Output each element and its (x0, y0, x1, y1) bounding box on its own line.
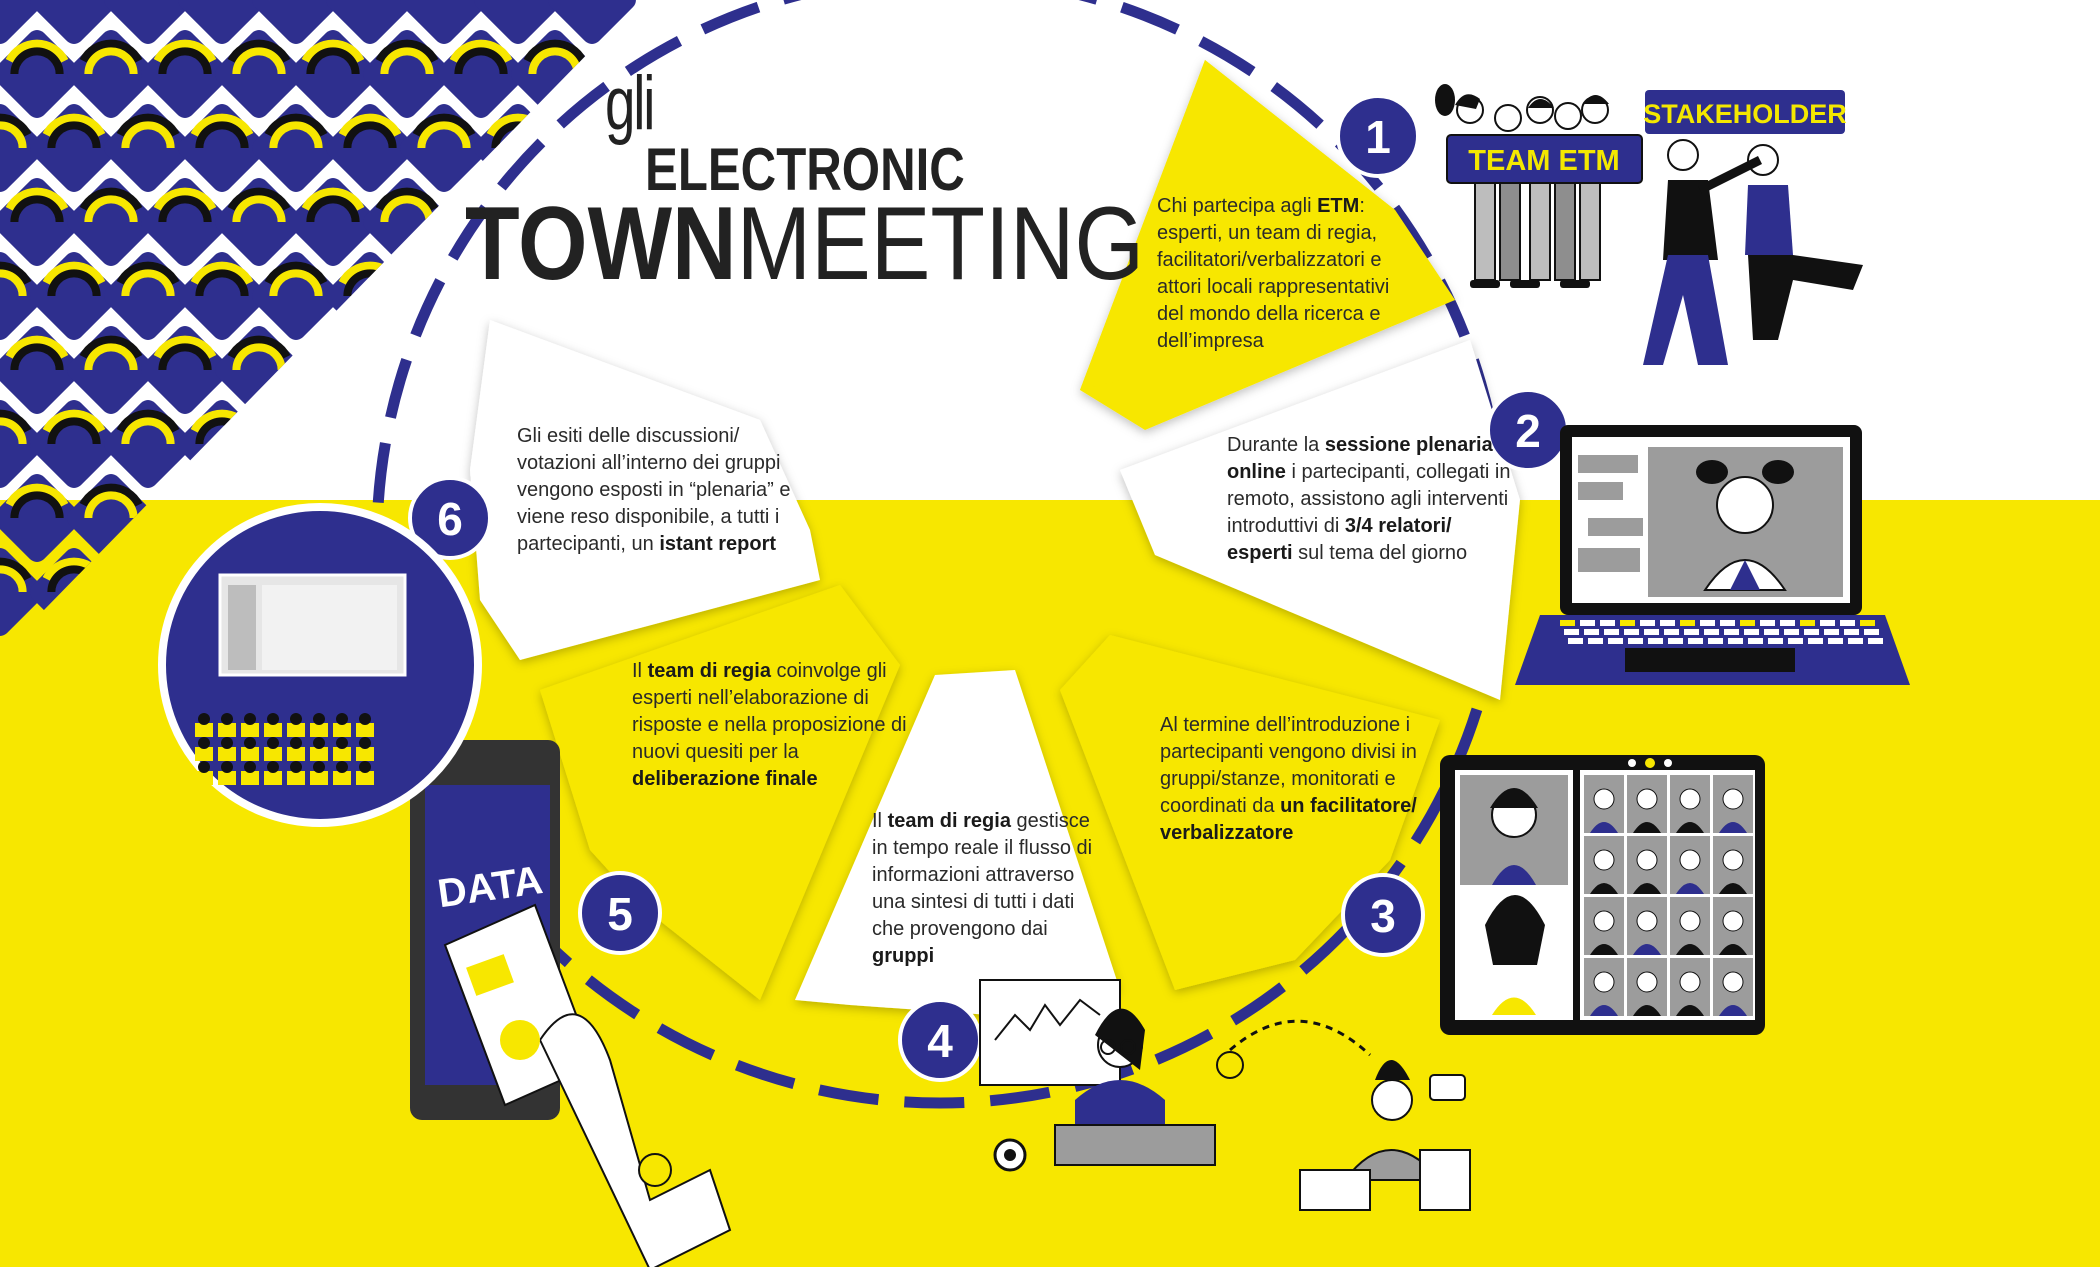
step-2-text: Durante la sessione plenaria online i pa… (1227, 434, 1511, 564)
pattern-tile (141, 178, 229, 266)
step-6-text: Gli esiti delle discussioni/ votazioni a… (517, 425, 791, 555)
pattern-tile (178, 0, 266, 44)
title-town: TOWN (465, 186, 737, 302)
pattern-tile (178, 104, 266, 192)
pattern-tile (0, 30, 81, 118)
segment-5 (540, 585, 900, 1000)
title-gli: gli (605, 61, 655, 146)
stakeholder-label: STAKEHOLDER (1643, 99, 1847, 129)
pattern-tile (30, 104, 118, 192)
pattern-tile (0, 0, 44, 44)
pattern-tile (400, 104, 488, 192)
pattern-tile (0, 104, 44, 192)
pattern-tile (400, 0, 488, 44)
pattern-tile (0, 252, 44, 340)
emphasis: team di regia (647, 660, 771, 682)
title-meeting: MEETING (736, 186, 1145, 302)
step-number-3: 3 (1370, 890, 1396, 942)
pattern-tile (0, 326, 81, 414)
emphasis: un facilitatore/ verbalizzatore (1160, 795, 1417, 844)
step-4-text: Il team di regia gestisce in tempo reale… (872, 810, 1093, 967)
pattern-tile (548, 0, 636, 44)
process-wheel (470, 60, 1520, 1015)
segment-4 (795, 670, 1120, 1015)
pattern-tile (289, 178, 377, 266)
emphasis: istant report (659, 533, 777, 555)
emphasis: team di regia (887, 810, 1011, 832)
step-number-4: 4 (927, 1015, 953, 1067)
pattern-tile (326, 104, 414, 192)
emphasis: ETM (1317, 195, 1360, 217)
pattern-tile (0, 474, 81, 562)
pattern-tile (30, 252, 118, 340)
pattern-tile (215, 178, 303, 266)
pattern-tile (67, 326, 155, 414)
pattern-tile (474, 0, 562, 44)
pattern-tile (67, 30, 155, 118)
pattern-tile (104, 252, 192, 340)
pattern-tile (104, 0, 192, 44)
step-1-text: Chi partecipa agli ETM: esperti, un team… (1157, 195, 1390, 352)
pattern-tile (289, 30, 377, 118)
pattern-tile (178, 252, 266, 340)
phone-data-illustration: DATA (410, 740, 732, 1267)
analytics-team-illustration (979, 979, 1471, 1211)
pattern-tile (0, 548, 44, 636)
pattern-tile (104, 104, 192, 192)
title-town-meeting: TOWNMEETING (465, 192, 1144, 296)
pattern-tile (0, 178, 81, 266)
title-electronic: ELECTRONIC (645, 136, 965, 203)
pattern-tile (326, 0, 414, 44)
audience-illustration (158, 503, 482, 827)
emphasis: 3/4 relatori/ esperti (1227, 515, 1452, 564)
video-call-illustration (1440, 755, 1765, 1035)
team-etm-label: TEAM ETM (1468, 145, 1619, 177)
emphasis: sessione plenaria online (1227, 434, 1493, 483)
step-number-2: 2 (1515, 405, 1541, 457)
step-number-6: 6 (437, 493, 463, 545)
pattern-tile (215, 30, 303, 118)
pattern-tile (104, 400, 192, 488)
step-number-5: 5 (607, 888, 633, 940)
step-3-text: Al termine dell’introduzione i partecipa… (1160, 714, 1417, 844)
team-stakeholder-illustration: TEAM ETM STAKEHOLDER (1435, 84, 1863, 365)
pattern-tile (141, 30, 229, 118)
pattern-tile (141, 326, 229, 414)
pattern-tile (67, 178, 155, 266)
pattern-tile (363, 30, 451, 118)
pattern-tile (252, 252, 340, 340)
emphasis: gruppi (872, 945, 935, 967)
segment-2 (1120, 340, 1520, 700)
step-5-text: Il team di regia coinvolge gli esperti n… (632, 660, 907, 790)
emphasis: deliberazione finale (632, 768, 818, 790)
pattern-tile (0, 400, 44, 488)
pattern-tile (437, 30, 525, 118)
step-number-1: 1 (1365, 111, 1391, 163)
pattern-tile (30, 400, 118, 488)
step-markers (408, 94, 1570, 1082)
pattern-tile (252, 104, 340, 192)
pattern-tile (252, 400, 340, 488)
laptop-illustration (1515, 425, 1910, 685)
pattern-tile (30, 0, 118, 44)
pattern-tile (252, 0, 340, 44)
segment-6 (470, 320, 820, 660)
